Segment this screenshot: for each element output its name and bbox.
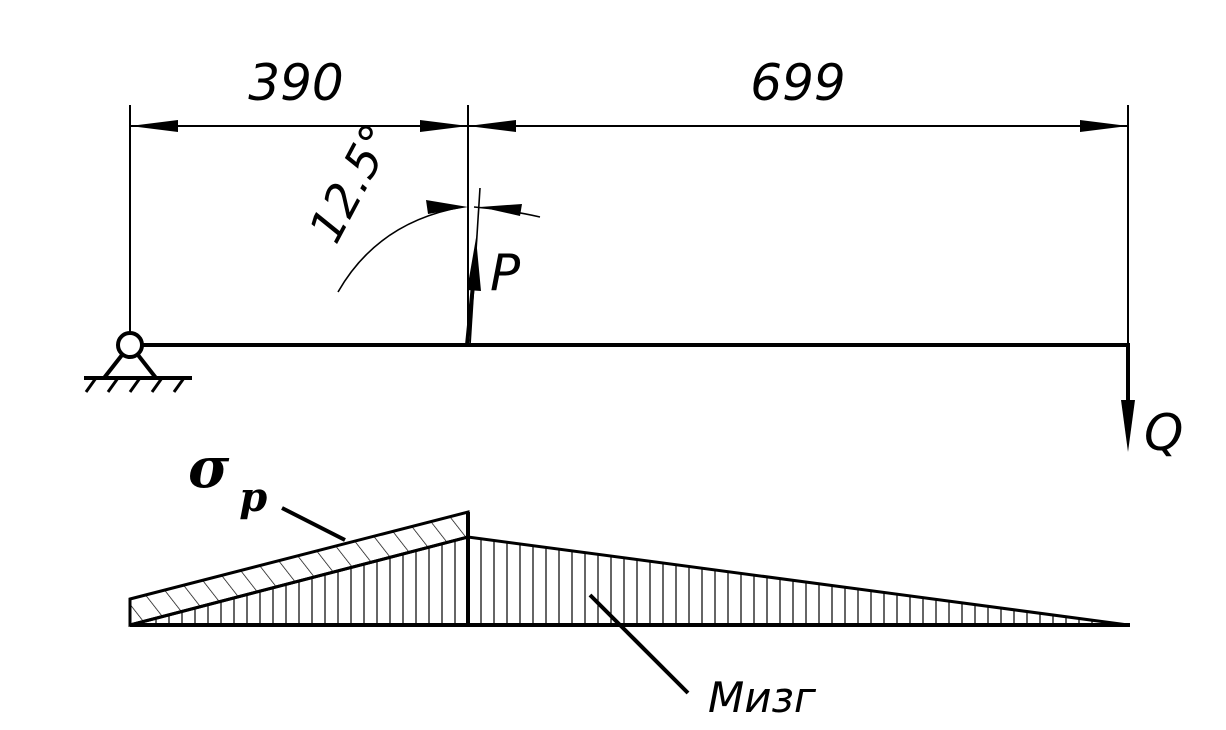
pin-support-icon	[84, 331, 192, 393]
moment-label: Mизг	[708, 673, 817, 722]
force-q-arrow	[1121, 345, 1135, 452]
dimension-label-left: 390	[248, 54, 343, 112]
arrowhead-icon	[1080, 120, 1128, 132]
arrowhead-icon	[130, 120, 178, 132]
dimension-label-right: 699	[750, 54, 845, 112]
dimension-line-right	[468, 120, 1128, 132]
angle-arrowhead-icon	[480, 204, 522, 216]
sigma-label: σ p	[188, 435, 267, 521]
arrowhead-icon	[468, 120, 516, 132]
arrowhead-icon	[420, 120, 468, 132]
moment-leader-line	[588, 593, 690, 695]
force-p-label: P	[490, 244, 521, 302]
sigma-subscript: p	[239, 474, 267, 521]
angle-arrowhead-icon	[426, 200, 468, 214]
force-p-arrow	[465, 238, 481, 346]
arrowhead-icon	[1121, 400, 1135, 452]
dimension-line-left	[130, 120, 468, 132]
extension-lines	[129, 105, 1129, 345]
angle-label: 12.5°	[298, 115, 405, 251]
force-q-label: Q	[1144, 404, 1183, 462]
arrowhead-icon	[467, 238, 481, 291]
sigma-leader-line	[281, 506, 346, 542]
sigma-symbol: σ	[188, 435, 230, 501]
